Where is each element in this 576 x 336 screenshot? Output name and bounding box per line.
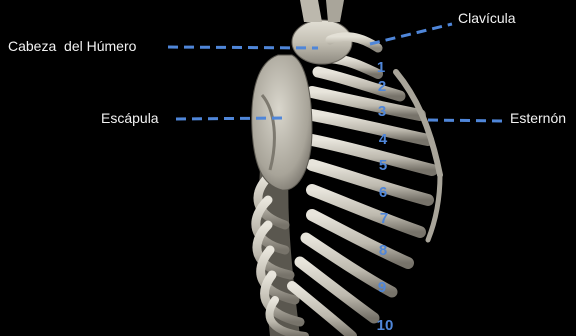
ribs <box>292 58 432 336</box>
label-cabeza-humero: Cabeza del Húmero <box>8 38 136 54</box>
rib-number-7: 7 <box>374 211 394 227</box>
rib-number-9: 9 <box>372 280 392 296</box>
label-escapula: Escápula <box>101 110 159 126</box>
rib-number-8: 8 <box>373 243 393 259</box>
rib-number-1: 1 <box>371 60 391 76</box>
rib-number-4: 4 <box>373 132 393 148</box>
scapula <box>252 55 312 190</box>
rib-number-6: 6 <box>373 185 393 201</box>
humerus-head <box>292 0 352 64</box>
rib-number-10: 10 <box>375 318 395 334</box>
label-esternon: Esternón <box>510 110 566 126</box>
leader-esternon <box>428 120 503 121</box>
rib-number-5: 5 <box>373 158 393 174</box>
rib-number-2: 2 <box>372 79 392 95</box>
rib-number-3: 3 <box>372 104 392 120</box>
leader-clavicula <box>370 24 452 44</box>
label-clavicula: Clavícula <box>458 10 516 26</box>
